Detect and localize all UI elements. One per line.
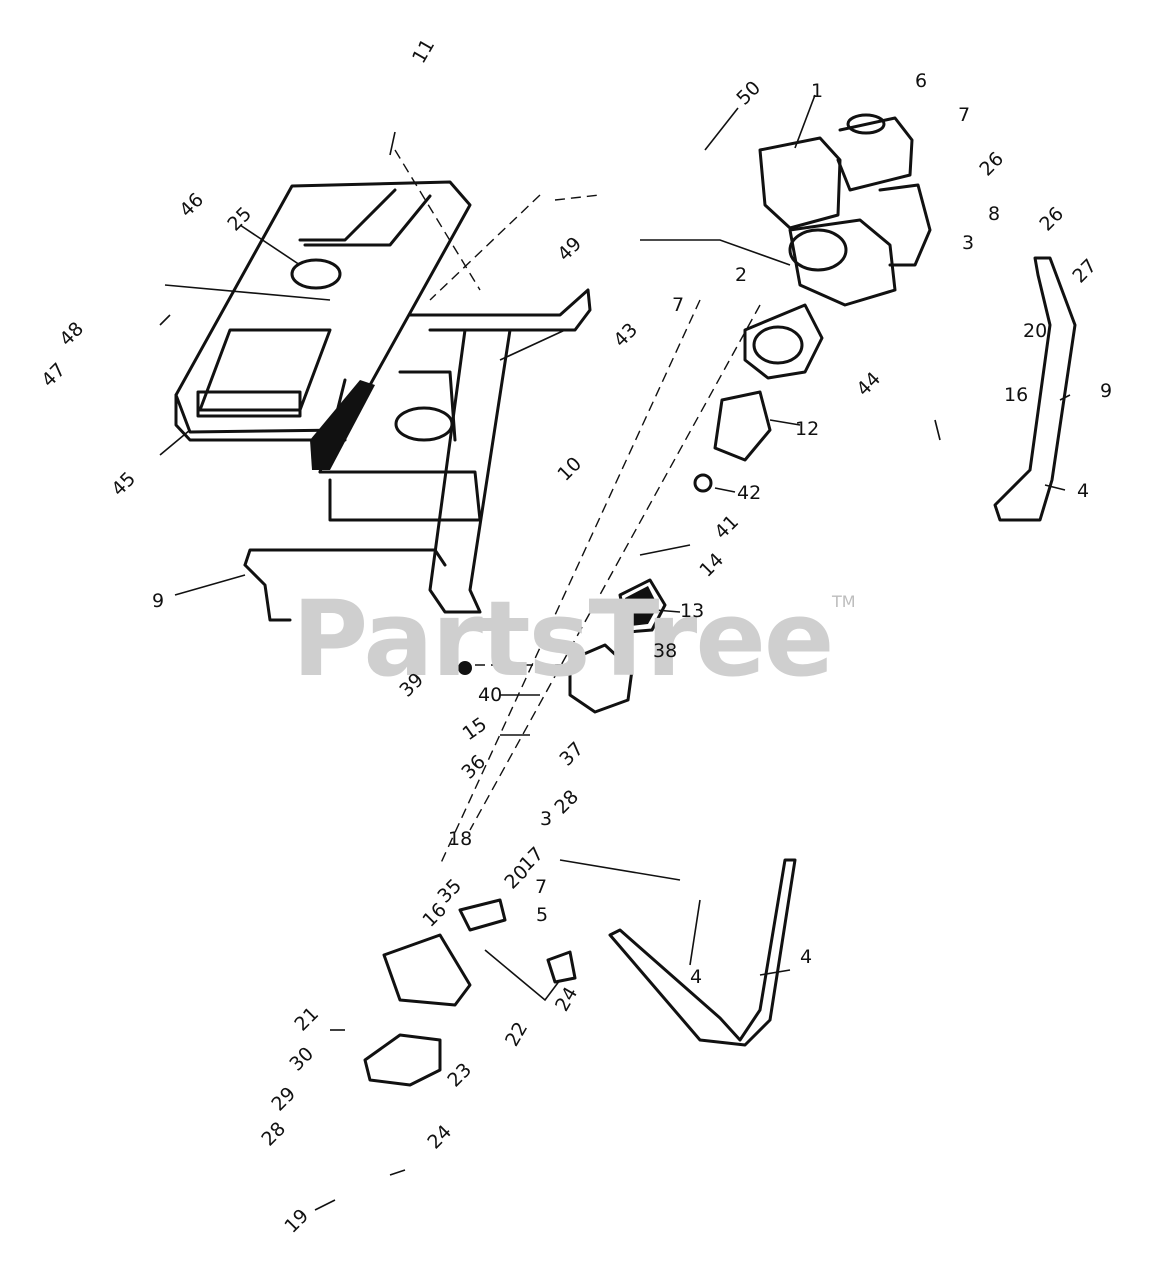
callout-9-right: 9 <box>1100 380 1113 402</box>
callout-8: 8 <box>988 203 1001 225</box>
callout-18: 18 <box>448 828 473 850</box>
callout-9-left: 9 <box>152 590 165 612</box>
callout-13: 13 <box>680 600 705 622</box>
callout-42: 42 <box>737 482 762 504</box>
watermark: PartsTree <box>292 578 834 700</box>
callout-7-top: 7 <box>958 104 971 126</box>
frame-lower <box>608 858 797 1047</box>
frame-right <box>993 256 1077 522</box>
fuel-tank-shroud <box>174 180 472 442</box>
callout-7-mid: 7 <box>672 294 685 316</box>
callout-3-top: 3 <box>962 232 975 254</box>
callout-40: 40 <box>478 684 503 706</box>
generator-assembly <box>458 303 824 714</box>
callout-3-mid: 3 <box>540 808 553 830</box>
callout-16-top: 16 <box>1004 384 1029 406</box>
callout-4-lowright: 4 <box>800 946 813 968</box>
callout-38: 38 <box>653 640 678 662</box>
engine <box>758 113 932 307</box>
callout-4-right: 4 <box>1077 480 1090 502</box>
callout-5: 5 <box>536 904 549 926</box>
leader-lines <box>159 94 1071 1211</box>
frame <box>243 288 592 622</box>
callout-12: 12 <box>795 418 820 440</box>
callout-4-low: 4 <box>690 966 703 988</box>
callout-7-low: 7 <box>535 876 548 898</box>
callout-20-top: 20 <box>1023 320 1048 342</box>
trademark-mark: TM <box>832 592 856 611</box>
callout-1: 1 <box>811 80 824 102</box>
callout-6: 6 <box>915 70 928 92</box>
callout-2: 2 <box>735 264 748 286</box>
control-panel <box>363 898 577 1087</box>
